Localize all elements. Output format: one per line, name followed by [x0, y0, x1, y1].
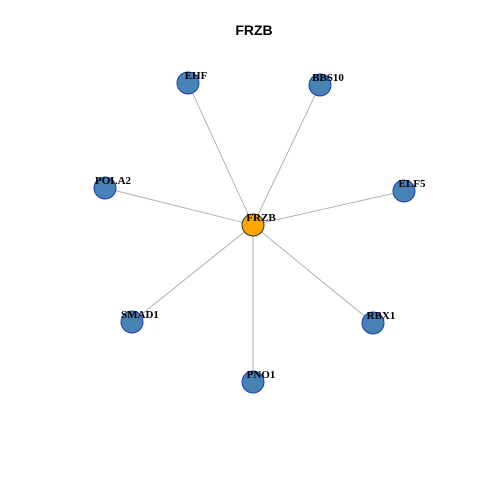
node-smad1 — [120, 310, 144, 334]
node-label-ehf: EHF — [185, 70, 208, 82]
diagram-title: FRZB — [235, 22, 273, 38]
node-pno1 — [241, 370, 265, 394]
node-rbx1 — [361, 311, 385, 335]
node-bbs10 — [308, 73, 332, 97]
node-layer — [93, 71, 416, 394]
edge-frzb-bbs10 — [252, 84, 321, 226]
edge-layer — [104, 82, 405, 382]
node-label-elf5: ELF5 — [399, 178, 426, 190]
node-label-bbs10: BBS10 — [312, 72, 344, 84]
node-ehf — [176, 71, 200, 95]
node-label-pno1: PNO1 — [247, 369, 276, 381]
edge-frzb-ehf — [187, 82, 254, 226]
node-label-smad1: SMAD1 — [121, 309, 159, 321]
edge-frzb-smad1 — [131, 224, 254, 323]
node-label-pola2: POLA2 — [95, 175, 132, 187]
node-elf5 — [392, 179, 416, 203]
node-frzb — [241, 213, 265, 237]
edge-frzb-elf5 — [252, 190, 405, 226]
edge-frzb-pola2 — [104, 187, 254, 226]
node-pola2 — [93, 176, 117, 200]
node-label-frzb: FRZB — [246, 212, 276, 224]
edge-frzb-rbx1 — [252, 224, 374, 324]
node-label-rbx1: RBX1 — [367, 310, 396, 322]
